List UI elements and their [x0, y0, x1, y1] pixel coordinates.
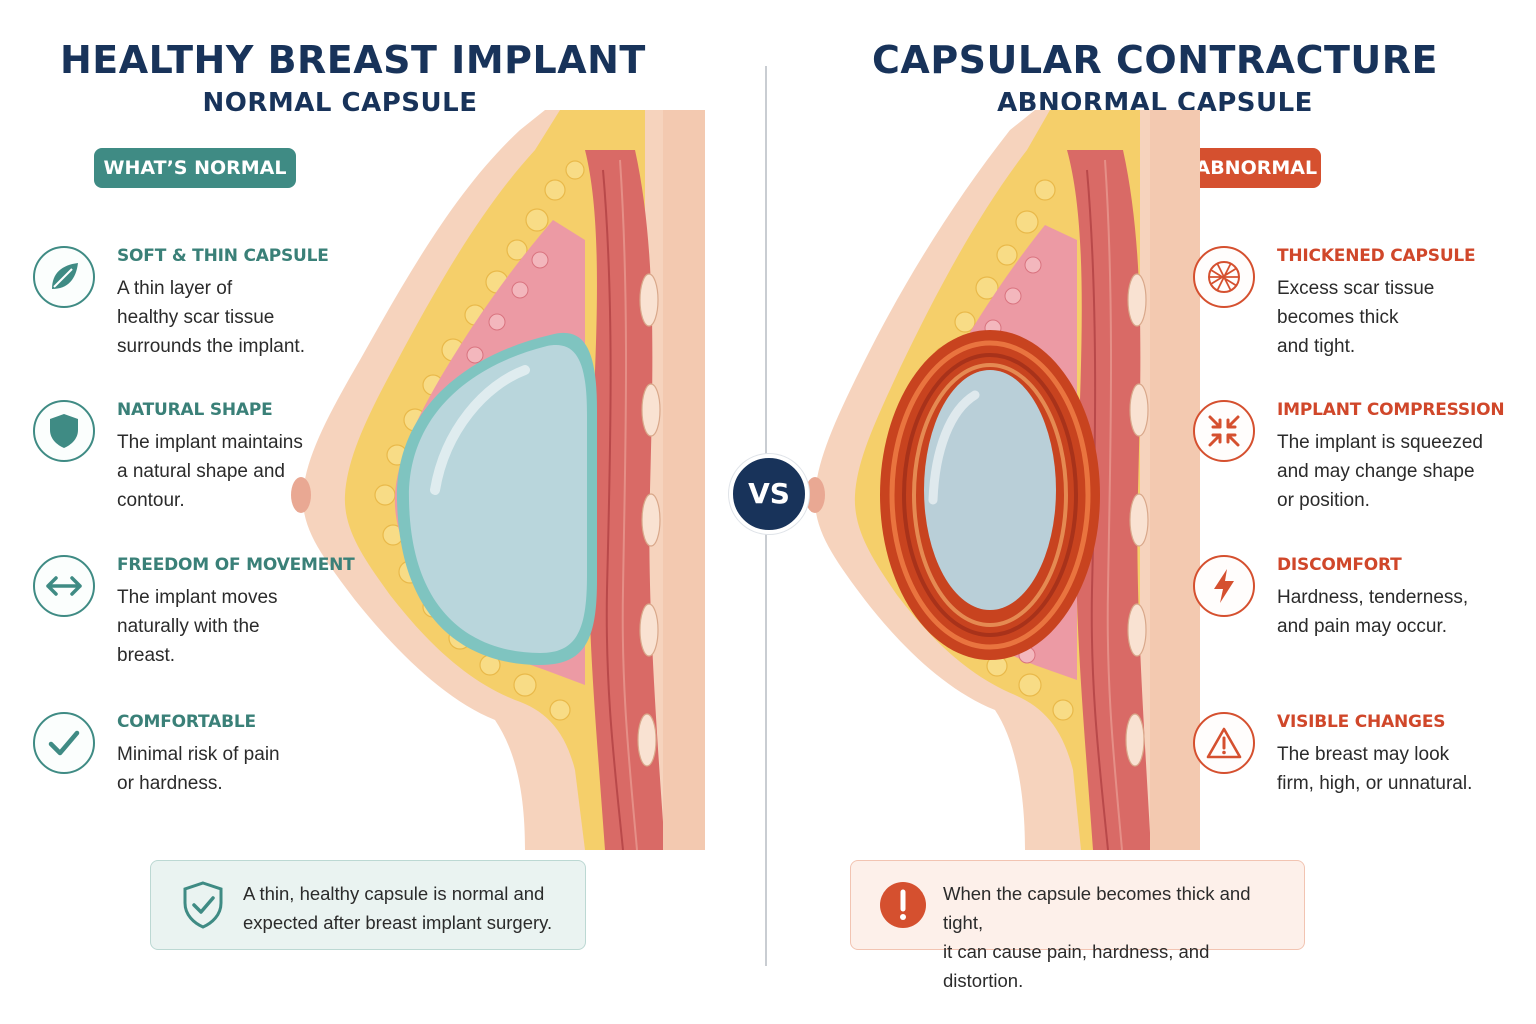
nipple: [805, 477, 825, 513]
capsular-contracture-title: CAPSULAR CONTRACTURE: [872, 38, 1438, 82]
feature-heading: COMFORTABLE: [117, 712, 256, 732]
feature-description: The implant is squeezed and may change s…: [1277, 432, 1483, 511]
note-text: A thin, healthy capsule is normal and ex…: [243, 883, 553, 933]
feature-description: Excess scar tissue becomes thick and tig…: [1277, 278, 1435, 357]
feature-description: The implant maintains a natural shape an…: [117, 432, 303, 511]
healthy-breast-cross-section: [291, 110, 705, 850]
mesh-ball-icon: [1193, 246, 1255, 308]
ribs: [1125, 273, 1149, 767]
lightning-icon: [1193, 555, 1255, 617]
feature-description: Hardness, tenderness, and pain may occur…: [1277, 587, 1469, 637]
compressed-implant: [924, 370, 1056, 610]
feature-description: Minimal risk of pain or hardness.: [117, 744, 280, 794]
feature-heading: NATURAL SHAPE: [117, 400, 273, 420]
shield-check-icon: [177, 879, 229, 931]
exclamation-circle-icon: [877, 879, 929, 931]
feature-description: The implant moves naturally with the bre…: [117, 587, 278, 666]
vs-badge: VS: [729, 454, 809, 534]
feature-heading: FREEDOM OF MOVEMENT: [117, 555, 355, 575]
normal-capsule-subtitle: NORMAL CAPSULE: [202, 88, 478, 118]
feature-heading: IMPLANT COMPRESSION: [1277, 400, 1505, 420]
feature-heading: DISCOMFORT: [1277, 555, 1402, 575]
feature-heading: THICKENED CAPSULE: [1277, 246, 1476, 266]
double-arrow-icon: [33, 555, 95, 617]
chest-wall: [1150, 110, 1200, 850]
compress-arrows-icon: [1193, 400, 1255, 462]
healthy-summary-note: A thin, healthy capsule is normal and ex…: [150, 860, 586, 950]
leaf-icon: [33, 246, 95, 308]
contracture-summary-note: When the capsule becomes thick and tight…: [850, 860, 1305, 991]
whats-normal-badge: WHAT’S NORMAL: [94, 148, 296, 188]
feature-heading: SOFT & THIN CAPSULE: [117, 246, 329, 266]
feature-description: A thin layer of healthy scar tissue surr…: [117, 278, 305, 357]
ribs: [637, 273, 661, 767]
implant: [408, 345, 587, 653]
healthy-implant-title: HEALTHY BREAST IMPLANT: [60, 38, 646, 82]
warning-triangle-icon: [1193, 712, 1255, 774]
nipple: [291, 477, 311, 513]
note-text: When the capsule becomes thick and tight…: [943, 883, 1251, 991]
shield-icon: [33, 400, 95, 462]
feature-heading: VISIBLE CHANGES: [1277, 712, 1446, 732]
contracture-breast-cross-section: [805, 110, 1200, 850]
chest-wall: [663, 110, 705, 850]
checkmark-icon: [33, 712, 95, 774]
feature-description: The breast may look firm, high, or unnat…: [1277, 744, 1473, 794]
